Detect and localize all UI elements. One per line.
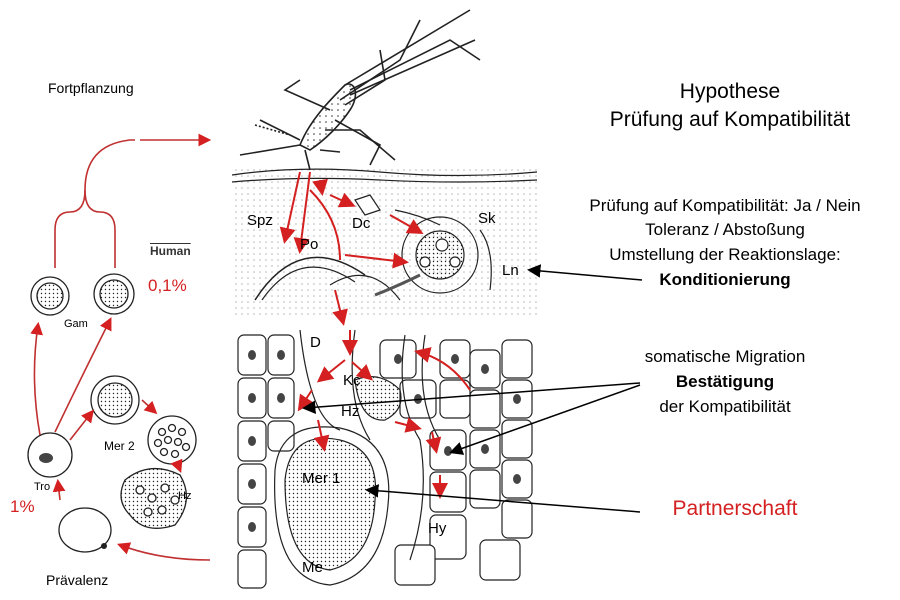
spz-label: Spz [247, 212, 273, 229]
liver-red-arrows [297, 330, 471, 499]
d-label: D [310, 334, 321, 351]
somatische-migration: somatische Migration [644, 347, 806, 366]
umstellung-line: Umstellung der Reaktionslage: [609, 245, 841, 264]
gam-label: Gam [64, 318, 88, 330]
tro-label: Tro [34, 481, 51, 493]
mosquito-drawing [239, 9, 481, 171]
left-hz-label: Hz [178, 490, 192, 502]
ln-label: Ln [502, 262, 519, 279]
me-label: Me [302, 559, 323, 576]
partnerschaft-label: Partnerschaft [672, 497, 798, 520]
bestaetigung: Bestätigung [675, 372, 775, 391]
human-label: Human [150, 244, 191, 258]
kc-label: Kc [343, 372, 361, 389]
mer1-label: Mer 1 [302, 470, 341, 487]
toleranz-line: Toleranz / Abstoßung [645, 220, 805, 239]
rate-1-label: 1% [10, 497, 35, 516]
skin-red-arrows [279, 171, 424, 326]
konditionierung-line: Konditionierung [659, 270, 791, 289]
der-kompatibilitaet: der Kompatibilität [659, 397, 791, 416]
pruefung-ja-nein: Prüfung auf Kompatibilität: Ja / Nein [589, 196, 861, 215]
mer2-label: Mer 2 [104, 439, 135, 453]
fortpflanzung-label: Fortpflanzung [48, 80, 134, 96]
left-cycle [27, 273, 197, 553]
dc-label: Dc [352, 215, 371, 232]
hy-label: Hy [428, 520, 447, 537]
pruefung-title: Prüfung auf Kompatibilität [609, 108, 851, 131]
praevalenz-label: Prävalenz [46, 572, 109, 588]
left-cycle-arrows [30, 133, 212, 561]
rate-0-1-label: 0,1% [148, 276, 187, 295]
liver-section [237, 329, 533, 589]
liver-hz-label: Hz [341, 403, 360, 420]
po-label: Po [300, 236, 319, 253]
sk-label: Sk [478, 210, 496, 227]
skin-section [231, 168, 538, 316]
hypothese-title: Hypothese [679, 80, 781, 103]
pointer-arrows [302, 264, 643, 513]
